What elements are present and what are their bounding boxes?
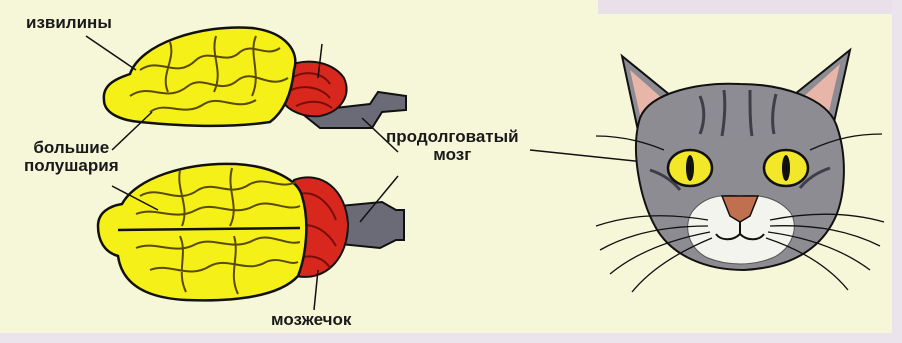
- top-brainstem: [340, 202, 404, 248]
- brain-top-view-icon: [98, 164, 404, 301]
- label-medulla: продолговатый мозг: [386, 128, 519, 164]
- cat-left-eye: [668, 150, 712, 186]
- cat-right-eye: [764, 150, 808, 186]
- label-medulla-line1: продолговатый: [386, 128, 519, 146]
- label-hemispheres-line1: большие: [24, 139, 119, 157]
- label-medulla-line2: мозг: [386, 146, 519, 164]
- label-hemispheres-line2: полушария: [24, 157, 119, 175]
- brain-side-view-icon: [104, 27, 406, 128]
- side-hemisphere: [104, 27, 296, 125]
- label-convolutions: извилины: [26, 14, 112, 32]
- convolutions-pointer: [86, 36, 136, 70]
- label-hemispheres: большие полушария: [24, 139, 119, 175]
- label-cerebellum: мозжечок: [271, 311, 351, 329]
- cat-face-icon: [596, 50, 884, 292]
